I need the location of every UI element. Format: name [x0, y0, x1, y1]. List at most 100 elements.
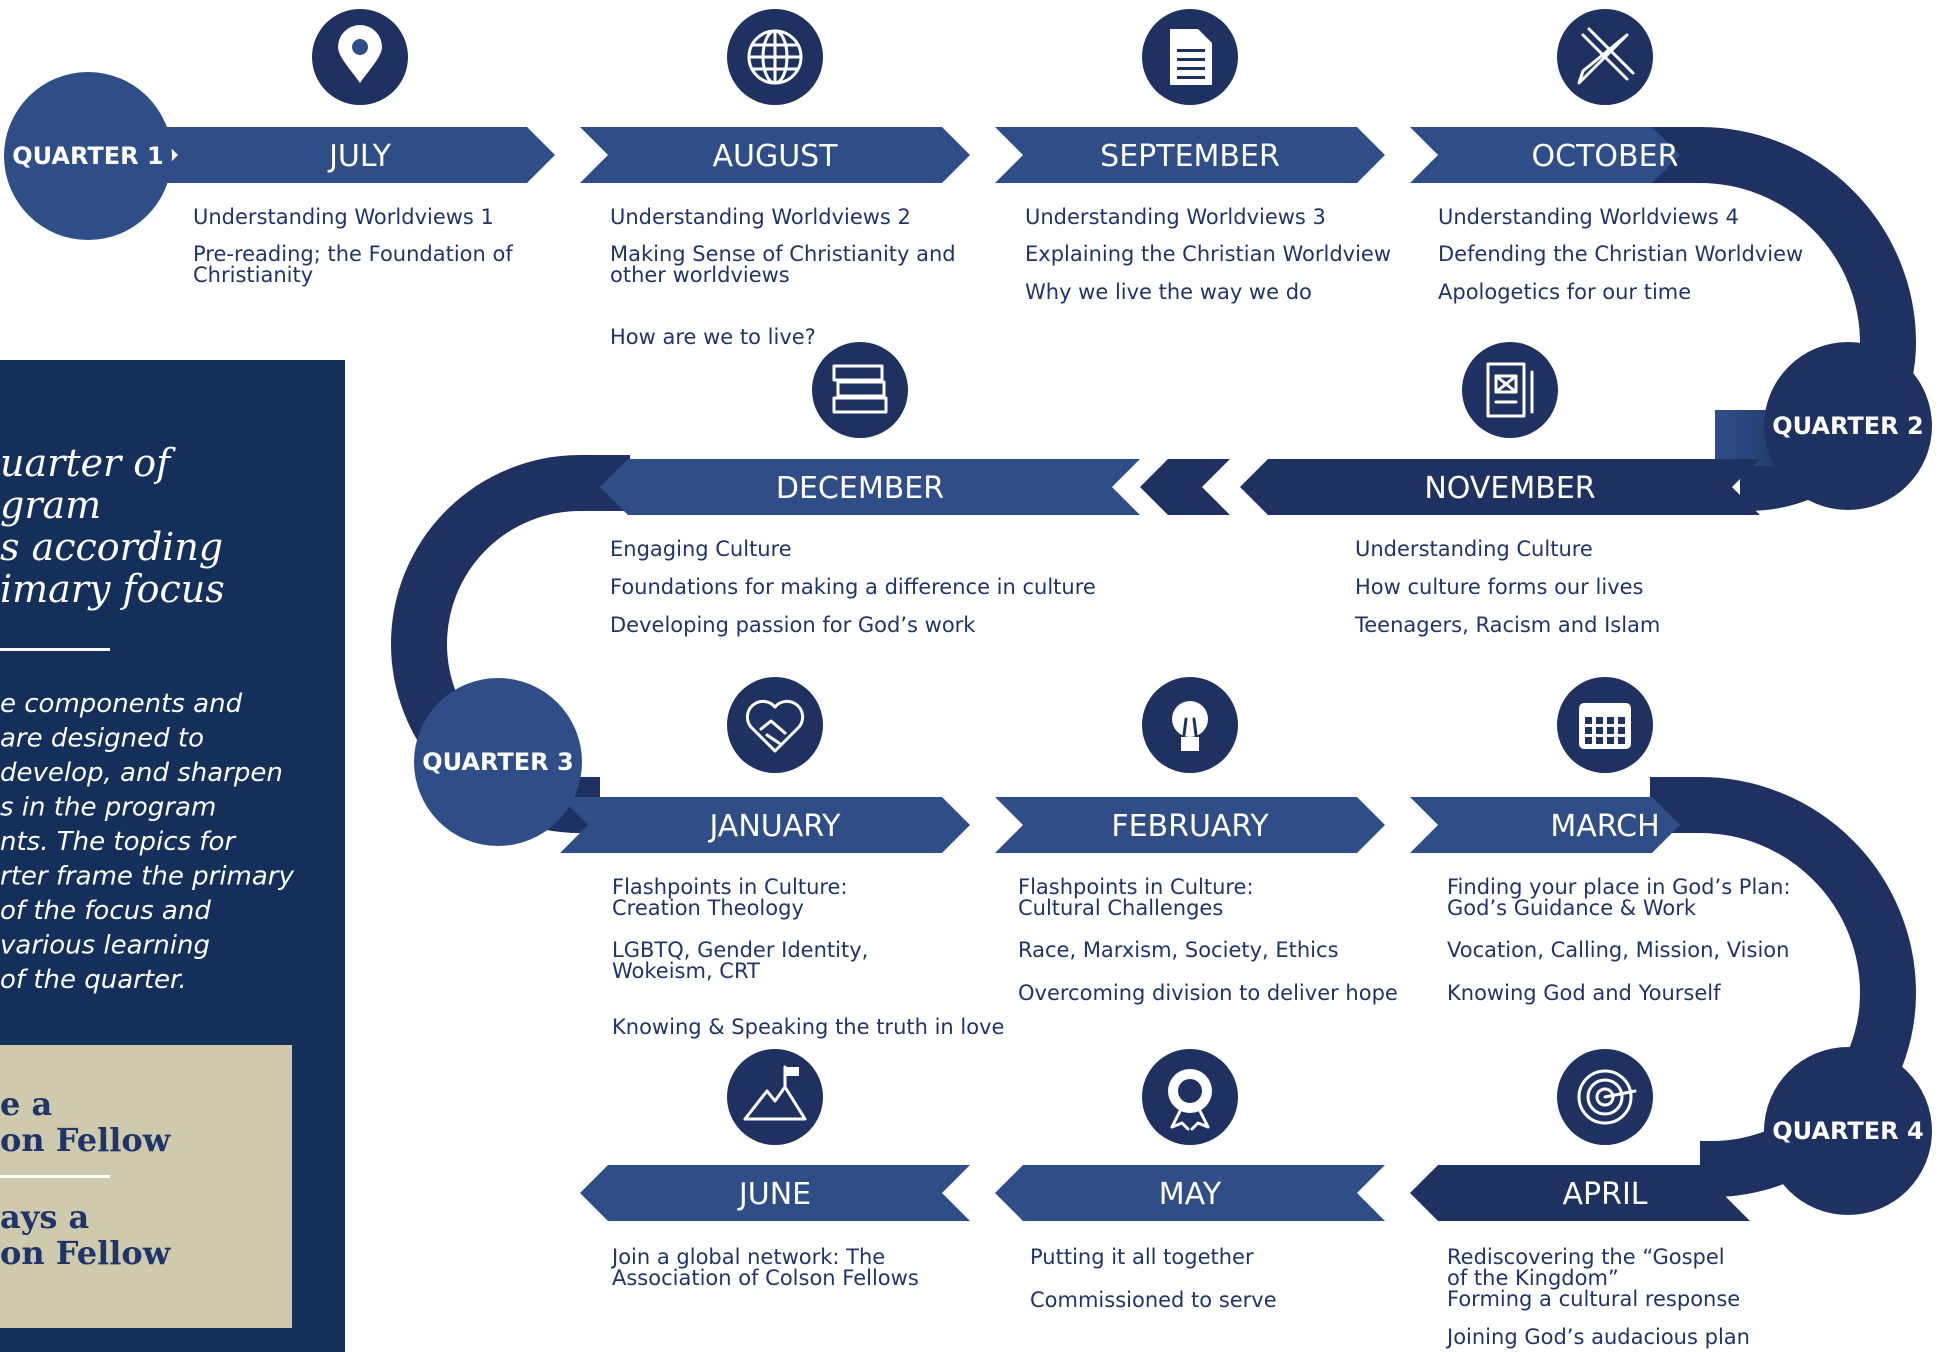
- icon-part: [836, 380, 886, 398]
- month-label: JUNE: [737, 1177, 811, 1212]
- doc-line: [1177, 67, 1205, 70]
- month-topic-line: Engaging Culture: [610, 537, 792, 561]
- month-topic-line: Defending the Christian Worldview: [1438, 242, 1803, 266]
- pin-hole: [352, 39, 368, 55]
- month-topic-line: Creation Theology: [612, 896, 804, 920]
- month-topic-line: Cultural Challenges: [1018, 896, 1223, 920]
- side-panel-body-line: of the quarter.: [0, 965, 187, 995]
- books-icon: [812, 342, 908, 438]
- location-pin-icon: [312, 9, 408, 105]
- side-panel-title-line: uarter of: [0, 441, 176, 485]
- side-panel-box-line: ays a: [0, 1198, 89, 1236]
- quarter-3-badge: QUARTER 3: [414, 678, 582, 846]
- flag: [785, 1067, 799, 1076]
- month-topic: How are we to live?: [610, 325, 816, 349]
- side-panel-body-line: are designed to: [0, 724, 204, 754]
- side-panel-body-line: develop, and sharpen: [0, 758, 283, 788]
- month-topic: Flashpoints in Culture:Cultural Challeng…: [1018, 875, 1254, 920]
- lightbulb-icon: [1142, 677, 1238, 773]
- bulb-glass: [1172, 701, 1208, 737]
- month-topic-line: Developing passion for God’s work: [610, 613, 976, 637]
- bulb-base: [1181, 737, 1199, 751]
- icon-part: [1182, 717, 1198, 737]
- calendar-day: [1596, 737, 1603, 744]
- side-panel-body-line: nts. The topics for: [0, 827, 237, 857]
- icon-part: [1494, 374, 1518, 394]
- month-band: [1410, 127, 1680, 183]
- calendar-day: [1596, 727, 1603, 734]
- month-label: MARCH: [1550, 809, 1659, 844]
- icon-part: [743, 1085, 807, 1121]
- month-topic: Why we live the way we do: [1025, 280, 1312, 304]
- doc-page: [1170, 29, 1212, 85]
- month-topic: Understanding Worldviews 1: [193, 205, 494, 229]
- side-panel-box: [0, 1045, 292, 1328]
- side-panel-title-line: gram: [0, 483, 101, 527]
- month-band: [995, 127, 1385, 183]
- quarter-1-badge: QUARTER 1: [4, 72, 172, 240]
- newspaper-icon: [1462, 342, 1558, 438]
- medal-center: [1178, 1079, 1202, 1103]
- side-panel-body-line: of the focus and: [0, 896, 211, 926]
- doc-line: [1177, 58, 1205, 61]
- month-topic-line: Christianity: [193, 263, 313, 287]
- icon-part: [1577, 33, 1629, 85]
- month-topic-line: Making Sense of Christianity and: [610, 242, 956, 266]
- quarter-label: QUARTER 1: [12, 142, 163, 170]
- calendar-day: [1596, 717, 1603, 724]
- globe-icon: [727, 9, 823, 105]
- calendar-day: [1618, 737, 1625, 744]
- month-topic-line: Flashpoints in Culture:: [1018, 875, 1254, 899]
- side-panel-box-divider: [0, 1175, 110, 1178]
- month-band: [1240, 459, 1760, 515]
- month-topic: Understanding Worldviews 3: [1025, 205, 1326, 229]
- month-topic-line: Vocation, Calling, Mission, Vision: [1447, 938, 1789, 962]
- month-topic: LGBTQ, Gender Identity,Wokeism, CRT: [612, 938, 868, 983]
- month-band: [995, 1165, 1385, 1221]
- month-band: [580, 1165, 970, 1221]
- month-label: NOVEMBER: [1424, 471, 1595, 506]
- side-panel-divider: [0, 648, 110, 651]
- month-topic-line: Overcoming division to deliver hope: [1018, 981, 1398, 1005]
- quarter-circle: [1764, 342, 1932, 510]
- month-topic: Apologetics for our time: [1438, 280, 1691, 304]
- month-topic: Overcoming division to deliver hope: [1018, 981, 1398, 1005]
- mountain-flag-icon: [727, 1049, 823, 1145]
- month-label: MAY: [1159, 1177, 1222, 1212]
- month-topic-line: Apologetics for our time: [1438, 280, 1691, 304]
- calendar-day: [1607, 727, 1614, 734]
- calendar-day: [1607, 717, 1614, 724]
- icon-part: [1486, 362, 1526, 418]
- month-band: [560, 797, 970, 853]
- month-topic: How culture forms our lives: [1355, 575, 1644, 599]
- icon-part: [1170, 1109, 1210, 1131]
- month-topic-line: Foundations for making a difference in c…: [610, 575, 1096, 599]
- icon-part: [1494, 374, 1518, 394]
- month-topic: Finding your place in God’s Plan:God’s G…: [1447, 875, 1791, 920]
- chevron-connector: [1140, 459, 1230, 515]
- side-panel-title-line: s according: [0, 525, 223, 569]
- month-topic: Knowing God and Yourself: [1447, 981, 1721, 1005]
- icon-part: [1577, 1069, 1633, 1125]
- month-topic-line: Race, Marxism, Society, Ethics: [1018, 938, 1339, 962]
- month-topic: Understanding Culture: [1355, 537, 1593, 561]
- icon-part: [832, 364, 884, 382]
- quarter-circle: [4, 72, 172, 240]
- calendar-icon: [1557, 677, 1653, 773]
- month-topic-line: Why we live the way we do: [1025, 280, 1312, 304]
- handshake-heart-icon: [727, 677, 823, 773]
- month-topic-line: Association of Colson Fellows: [612, 1266, 919, 1290]
- side-panel-body-line: rter frame the primary: [0, 862, 294, 892]
- month-topic: Engaging Culture: [610, 537, 792, 561]
- month-topic: Commissioned to serve: [1030, 1288, 1277, 1312]
- side-panel-title-line: imary focus: [0, 567, 225, 611]
